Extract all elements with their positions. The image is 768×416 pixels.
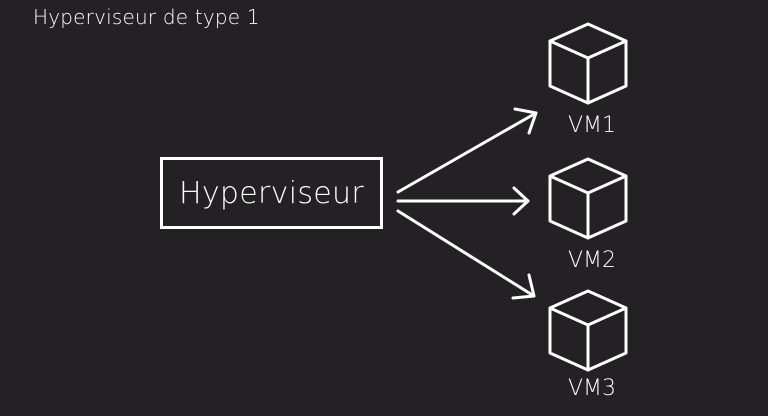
vm3-cube-icon (548, 289, 628, 372)
hypervisor-label: Hyperviseur (179, 175, 364, 211)
vm1-label: VM1 (567, 113, 617, 138)
arrow-to-vm2 (396, 186, 530, 216)
vm3-label: VM3 (567, 376, 617, 401)
vm2-cube-icon (548, 157, 628, 240)
page-title: Hyperviseur de type 1 (33, 5, 260, 29)
vm1-cube-icon (548, 22, 628, 105)
arrow-to-vm1 (396, 107, 538, 194)
arrow-to-vm3 (396, 209, 536, 300)
hypervisor-box: Hyperviseur (160, 157, 383, 229)
vm2-label: VM2 (567, 248, 617, 273)
